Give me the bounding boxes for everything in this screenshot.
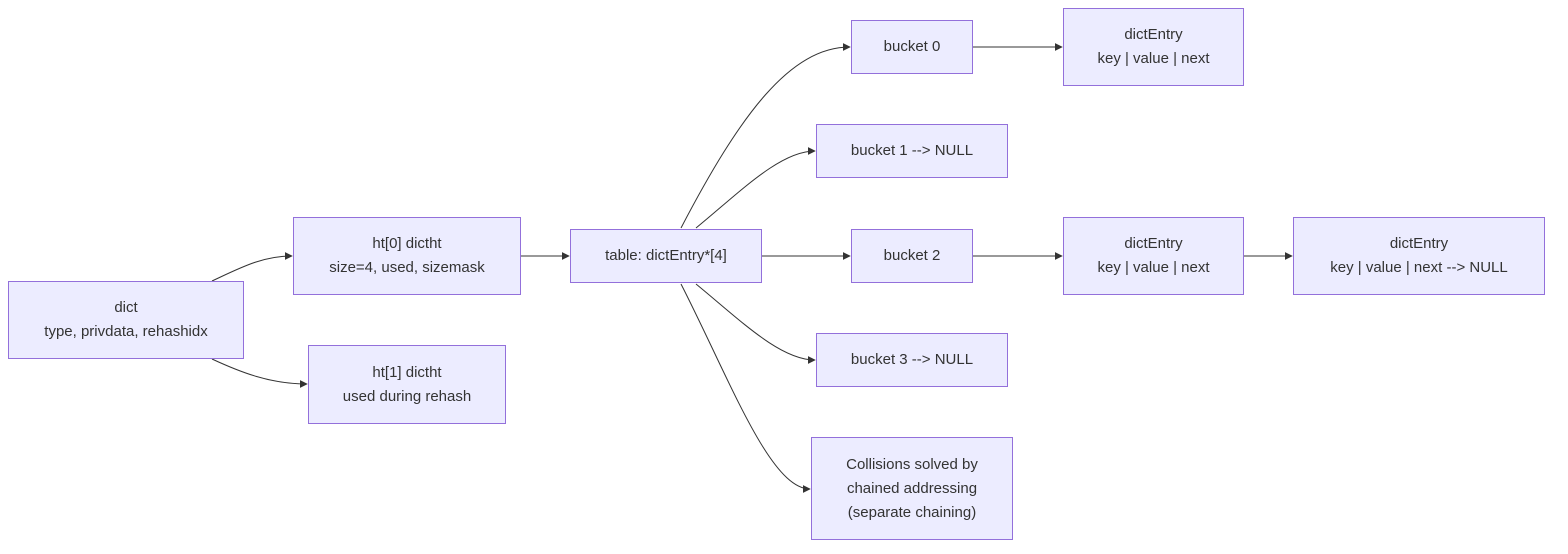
node-ht1-title: ht[1] dictht	[372, 363, 442, 381]
node-ht1[interactable]: ht[1] dictht used during rehash	[308, 345, 506, 424]
node-dict-title: dict	[114, 299, 138, 316]
node-bucket1-label: bucket 1 --> NULL	[850, 142, 974, 159]
node-bucket0[interactable]: bucket 0	[851, 20, 973, 74]
edge-dict-ht0	[211, 252, 293, 282]
edge-table-collisions	[680, 283, 811, 493]
edge-table-bucket1	[695, 147, 816, 229]
node-entry2b-fields: key | value | next --> NULL	[1330, 259, 1508, 276]
node-entry2b[interactable]: dictEntry key | value | next --> NULL	[1293, 217, 1545, 295]
node-bucket3[interactable]: bucket 3 --> NULL	[816, 333, 1008, 387]
node-entry0[interactable]: dictEntry key | value | next	[1063, 8, 1244, 86]
node-dict[interactable]: dict type, privdata, rehashidx	[8, 281, 244, 359]
node-collisions-line2: chained addressing	[846, 479, 978, 497]
node-dict-fields: type, privdata, rehashidx	[44, 323, 208, 340]
node-bucket1[interactable]: bucket 1 --> NULL	[816, 124, 1008, 178]
node-bucket3-label: bucket 3 --> NULL	[850, 351, 974, 368]
edge-table-bucket0	[680, 43, 851, 229]
edge-dict-ht1	[211, 358, 308, 388]
node-entry2b-title: dictEntry	[1389, 235, 1449, 252]
node-bucket2-label: bucket 2	[883, 247, 941, 264]
node-collisions-line3: (separate chaining)	[847, 503, 977, 521]
node-table-label: table: dictEntry*[4]	[605, 247, 727, 264]
node-ht1-note: used during rehash	[342, 387, 472, 405]
node-ht0[interactable]: ht[0] dictht size=4, used, sizemask	[293, 217, 521, 295]
node-entry0-title: dictEntry	[1124, 26, 1183, 43]
node-entry2a-title: dictEntry	[1124, 235, 1183, 252]
node-collisions[interactable]: Collisions solved by chained addressing …	[811, 437, 1013, 540]
node-collisions-line1: Collisions solved by	[846, 455, 978, 473]
node-bucket0-label: bucket 0	[883, 38, 941, 55]
node-table[interactable]: table: dictEntry*[4]	[570, 229, 762, 283]
node-bucket2[interactable]: bucket 2	[851, 229, 973, 283]
node-ht0-fields: size=4, used, sizemask	[329, 259, 485, 276]
node-entry2a-fields: key | value | next	[1097, 259, 1210, 276]
node-entry2a[interactable]: dictEntry key | value | next	[1063, 217, 1244, 295]
edge-table-bucket3	[695, 283, 816, 364]
node-entry0-fields: key | value | next	[1097, 50, 1210, 67]
node-ht0-title: ht[0] dictht	[372, 235, 442, 252]
